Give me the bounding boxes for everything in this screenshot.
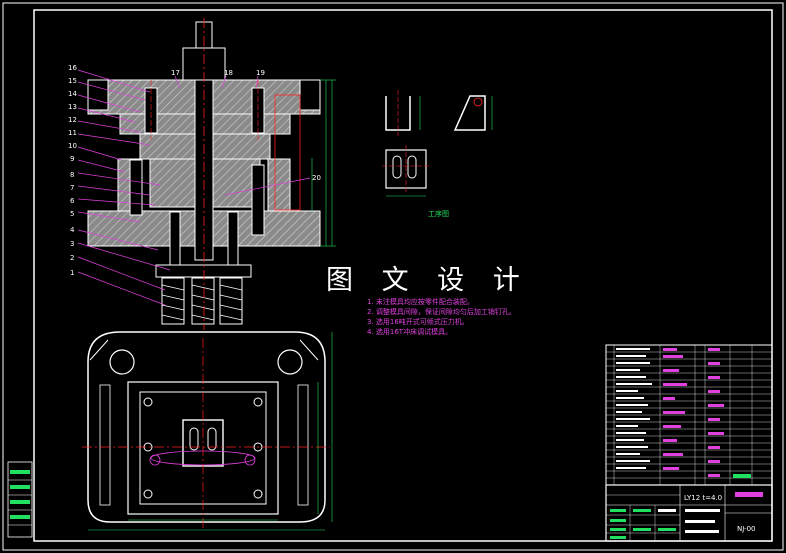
technical-notes: 1. 未注模具均应按零件配合装配。 2. 调整模具间隙，保证间隙均匀后加工销钉孔… <box>367 297 516 337</box>
parts-list <box>605 344 773 486</box>
callout-11: 11 <box>68 129 77 137</box>
callout-8: 8 <box>70 171 74 179</box>
material-spec: LY12 t=4.0 <box>684 494 722 502</box>
plan-view <box>82 331 333 531</box>
drawing-number: NJ-00 <box>737 525 755 533</box>
callout-7: 7 <box>70 184 74 192</box>
callout-20: 20 <box>312 174 321 182</box>
callout-1: 1 <box>70 269 74 277</box>
margin-block <box>7 461 33 538</box>
callout-17: 17 <box>171 69 180 77</box>
note-3: 3. 选用16吨开式可倾式压力机。 <box>367 318 469 326</box>
process-label: 工序图 <box>428 209 449 218</box>
callout-2: 2 <box>70 254 74 262</box>
callout-19: 19 <box>256 69 265 77</box>
callout-4: 4 <box>70 226 75 234</box>
callout-14: 14 <box>68 90 77 98</box>
title-block: LY12 t=4.0 NJ-00 <box>605 484 773 542</box>
callout-13: 13 <box>68 103 77 111</box>
inner-frame <box>33 9 773 542</box>
note-1: 1. 未注模具均应按零件配合装配。 <box>367 298 474 306</box>
callout-15: 15 <box>68 77 77 85</box>
callout-6: 6 <box>70 197 75 205</box>
callouts-top: 17 18 19 20 <box>171 69 321 182</box>
callouts-left: 16 15 14 13 12 11 10 9 8 7 6 5 4 3 2 1 <box>68 64 77 277</box>
callout-9: 9 <box>70 155 74 163</box>
leader-lines <box>77 69 311 306</box>
callout-16: 16 <box>68 64 77 72</box>
section-view <box>87 18 336 330</box>
process-drawing: 工序图 <box>382 90 493 218</box>
callout-18: 18 <box>224 69 233 77</box>
callout-3: 3 <box>70 240 74 248</box>
note-4: 4. 选用16T冲床调试模具。 <box>367 328 453 336</box>
callout-12: 12 <box>68 116 77 124</box>
callout-10: 10 <box>68 142 77 150</box>
callout-5: 5 <box>70 210 74 218</box>
note-2: 2. 调整模具间隙，保证间隙均匀后加工销钉孔。 <box>367 308 516 316</box>
watermark-text: 图 文 设 计 <box>326 265 530 296</box>
